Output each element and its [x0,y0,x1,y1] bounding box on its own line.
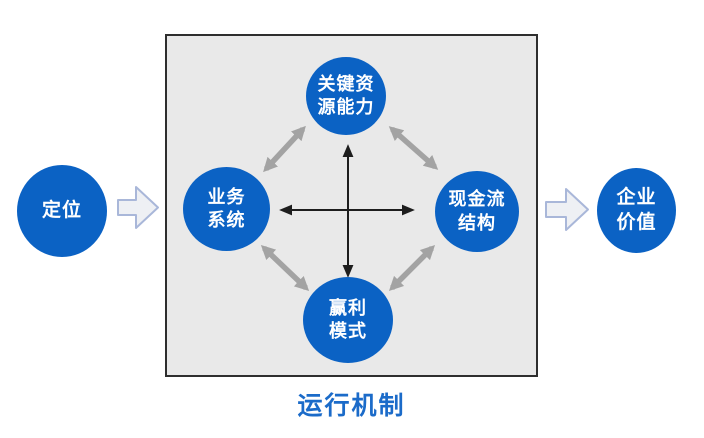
node-key-resources: 关键资 源能力 [306,57,386,135]
node-business-system-label: 业务 系统 [207,186,246,230]
node-positioning-label: 定位 [41,199,82,221]
node-positioning: 定位 [17,165,107,257]
node-enterprise-value-label: 企业 价值 [616,186,657,233]
flow-arrow-left-icon [117,186,159,229]
node-cash-flow-structure-label: 现金流 结构 [448,189,506,233]
diagram-caption: 运行机制 [297,392,406,420]
node-profit-model: 赢利 模式 [303,277,393,363]
node-profit-model-label: 赢利 模式 [329,297,367,341]
node-enterprise-value: 企业 价值 [597,168,676,253]
flow-arrow-right-icon [545,188,589,231]
node-key-resources-label: 关键资 源能力 [317,73,375,117]
node-business-system: 业务 系统 [183,167,270,251]
node-cash-flow-structure: 现金流 结构 [435,171,519,252]
link-business-to-profit-model-arrow [260,245,310,291]
link-business-to-key-resources-arrow [263,125,306,173]
link-key-resources-to-cash-flow-arrow [388,126,439,170]
link-profit-model-to-cash-flow-arrow [388,244,436,292]
